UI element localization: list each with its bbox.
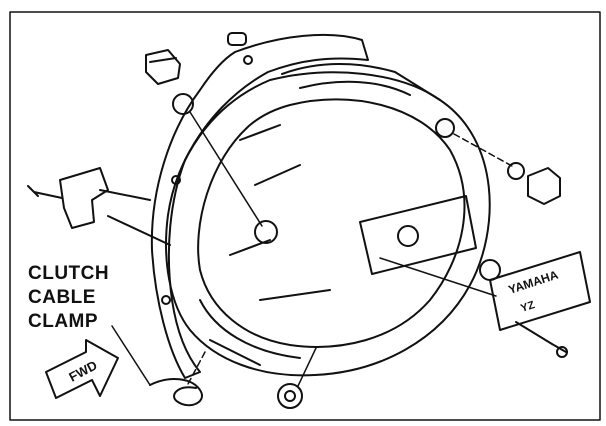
- inspection-window-hole: [397, 225, 419, 247]
- fwd-arrow: [45, 339, 119, 399]
- cable-clamp-guide-line: [187, 351, 206, 385]
- bolt: [27, 185, 63, 199]
- nameplate-screw-head: [556, 346, 568, 358]
- frame-border: [9, 11, 601, 421]
- gasket: [150, 33, 369, 379]
- clutch-cover-inner-rim: [197, 98, 466, 348]
- cable-clamp-clip: [149, 378, 203, 407]
- gasket-hole: [161, 295, 171, 305]
- clutch-cable-bracket: [59, 167, 109, 229]
- cable-clamp-leader: [111, 325, 151, 386]
- nameplate: [489, 251, 591, 331]
- drain-nut-guide-line: [297, 347, 317, 387]
- oil-filler-o-ring: [172, 93, 194, 115]
- fwd-arrow-label: FWD: [66, 358, 99, 385]
- oil-filler-boss: [254, 220, 278, 244]
- cover-lower-shoulder: [199, 299, 301, 366]
- drain-nut-inner: [284, 390, 296, 402]
- oil-filler-guide-line: [189, 111, 263, 227]
- gasket-hole: [243, 55, 253, 65]
- oil-filler-plug: [145, 49, 181, 85]
- nameplate-guide-line: [379, 257, 497, 297]
- check-plug-boss: [435, 118, 455, 138]
- dowel-pin: [227, 32, 247, 46]
- callout-line-3: CLAMP: [28, 311, 99, 332]
- callout-line-2: CABLE: [28, 287, 96, 308]
- check-plug: [527, 167, 561, 205]
- nameplate-model: YZ: [519, 299, 536, 315]
- clutch-cable-clamp-callout: CLUTCH CABLE CLAMP: [28, 262, 138, 334]
- check-plug-guide-line: [453, 133, 513, 167]
- clutch-cover-body: [165, 71, 491, 377]
- cover-upper-ridge: [281, 63, 441, 101]
- cover-rib: [229, 124, 331, 301]
- bracket-cable-line: [99, 189, 171, 246]
- inspection-window: [359, 195, 477, 275]
- callout-line-1: CLUTCH: [28, 263, 110, 284]
- check-plug-o-ring: [507, 162, 525, 180]
- drain-nut: [277, 383, 303, 409]
